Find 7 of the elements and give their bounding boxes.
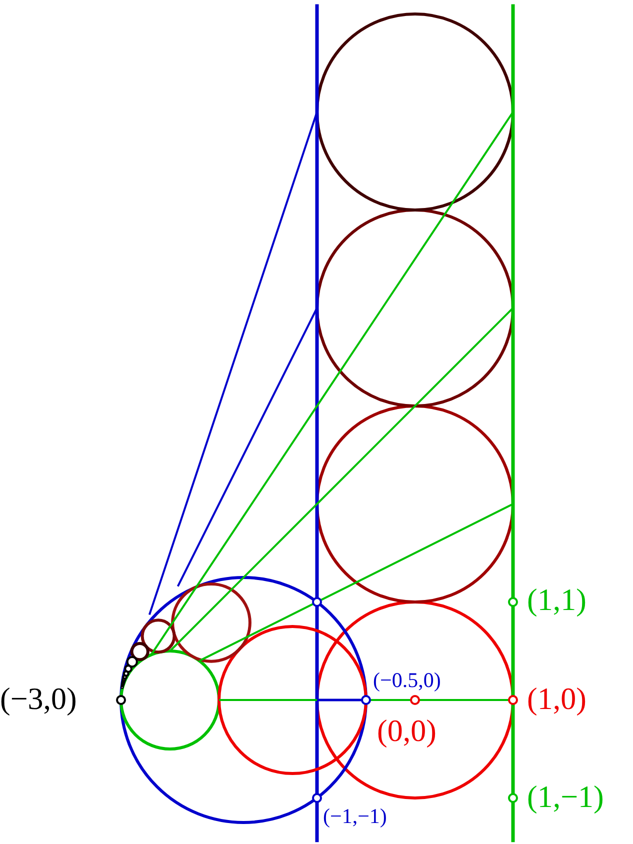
coordinate-label: (−0.5,0) <box>373 670 441 691</box>
coordinate-label: (−1,−1) <box>323 806 387 827</box>
coordinate-label: (1,0) <box>527 683 586 714</box>
coordinate-label: (0,0) <box>377 715 436 746</box>
coordinate-label: (1,1) <box>527 584 586 615</box>
coordinate-label: (1,−1) <box>527 781 604 812</box>
coordinate-label: (−3,0) <box>0 683 77 714</box>
